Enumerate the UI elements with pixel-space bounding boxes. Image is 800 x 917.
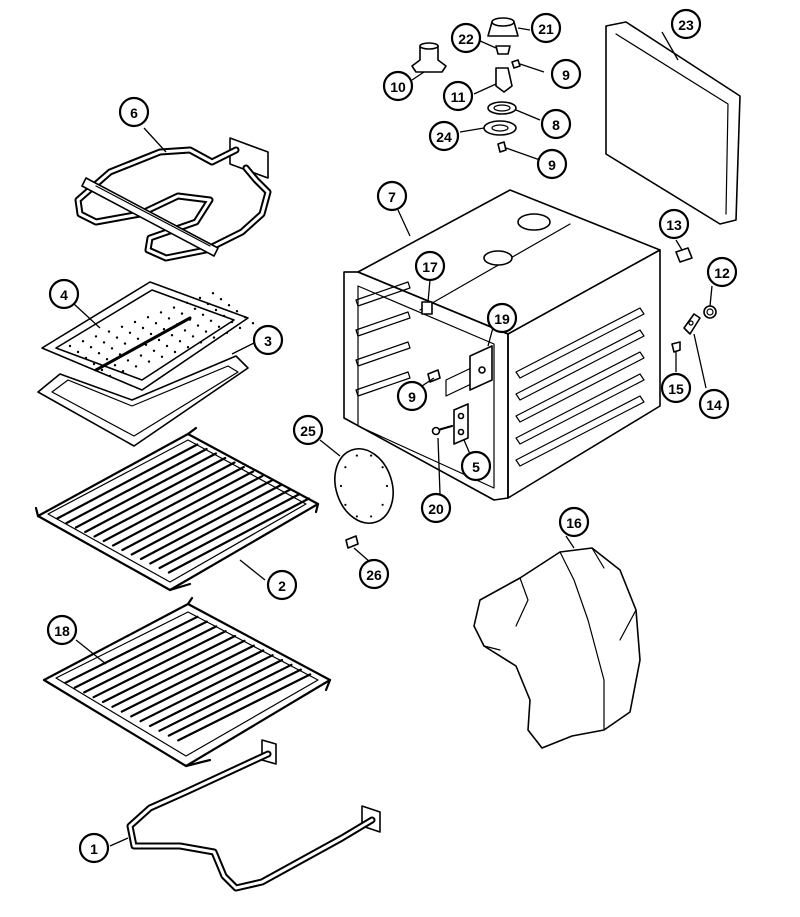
callout-20: 20 <box>420 492 452 524</box>
bracket-19 <box>469 345 493 391</box>
screw-9-lower <box>497 141 507 153</box>
callout-19: 19 <box>486 302 518 334</box>
panel-23 <box>605 21 741 225</box>
light-socket-10 <box>411 42 447 73</box>
callout-label: 19 <box>494 311 510 327</box>
callout-label: 6 <box>130 105 138 121</box>
screw-26 <box>345 535 359 549</box>
callout-label: 1 <box>90 841 98 857</box>
callout-label: 26 <box>366 567 382 583</box>
callout-label: 13 <box>666 217 682 233</box>
callout-23: 23 <box>670 8 702 40</box>
callout-25: 25 <box>292 414 324 446</box>
bracket-14 <box>683 313 701 335</box>
bracket-5 <box>453 403 469 445</box>
callout-label: 24 <box>436 129 452 145</box>
callout-1: 1 <box>78 832 110 864</box>
callout-9b: 9 <box>536 148 568 180</box>
callout-label: 12 <box>714 265 730 281</box>
callout-label: 21 <box>538 21 554 37</box>
callout-10: 10 <box>382 70 414 102</box>
callout-24: 24 <box>428 120 460 152</box>
bake-element <box>126 739 381 892</box>
bracket-24 <box>483 120 517 136</box>
callout-label: 16 <box>566 515 582 531</box>
callout-6: 6 <box>118 96 150 128</box>
rack-stop-17 <box>421 301 433 315</box>
callout-label: 11 <box>451 89 466 105</box>
leader-lines <box>73 27 713 847</box>
oven-cavity <box>343 189 661 501</box>
callout-label: 23 <box>678 17 694 33</box>
callout-14: 14 <box>698 388 730 420</box>
grommet-13 <box>675 247 693 263</box>
callout-5: 5 <box>460 450 492 482</box>
screw-9-top <box>511 59 521 69</box>
callout-9c: 9 <box>396 380 428 412</box>
callout-2: 2 <box>266 569 298 601</box>
oven-rack-lower <box>42 596 332 768</box>
bulb-22 <box>495 45 511 55</box>
callout-label: 9 <box>548 157 556 173</box>
callout-22: 22 <box>450 22 482 54</box>
callout-label: 5 <box>472 459 480 475</box>
callout-21: 21 <box>530 12 562 44</box>
callout-13: 13 <box>658 208 690 240</box>
callout-18: 18 <box>46 614 78 646</box>
callout-label: 18 <box>54 623 70 639</box>
callout-label: 9 <box>562 67 570 83</box>
callout-7: 7 <box>376 180 408 212</box>
callout-16: 16 <box>558 506 590 538</box>
callout-9a: 9 <box>550 58 582 90</box>
screw-9-cavity <box>427 369 441 383</box>
cover-plate <box>334 448 394 524</box>
oven-rack-upper <box>34 426 320 592</box>
callout-17: 17 <box>414 250 446 282</box>
broiler-pan-insert <box>41 281 255 391</box>
callout-label: 25 <box>300 423 316 439</box>
callout-label: 9 <box>408 389 416 405</box>
callout-label: 8 <box>552 117 560 133</box>
callout-12: 12 <box>706 256 738 288</box>
knob-12 <box>703 305 717 319</box>
screw-20 <box>431 424 454 436</box>
callout-15: 15 <box>660 372 692 404</box>
broiler-pan <box>37 355 249 447</box>
callout-labels: 1234567899910111213141516171819202122232… <box>46 8 738 864</box>
callout-11: 11 <box>442 80 474 112</box>
callout-label: 22 <box>458 31 474 47</box>
callout-label: 10 <box>390 79 406 95</box>
callout-label: 20 <box>428 501 444 517</box>
callout-label: 7 <box>388 189 396 205</box>
light-cover-21 <box>487 17 519 37</box>
gasket-8 <box>487 101 517 115</box>
callout-label: 14 <box>706 397 722 413</box>
broil-element <box>74 137 272 262</box>
callout-label: 17 <box>422 259 438 275</box>
callout-label: 3 <box>264 333 272 349</box>
bulb-11 <box>495 67 513 93</box>
screw-15 <box>671 341 681 353</box>
callout-3: 3 <box>252 324 284 356</box>
callout-label: 2 <box>278 578 286 594</box>
insulation <box>473 547 641 749</box>
callout-label: 4 <box>60 287 68 303</box>
callout-26: 26 <box>358 558 390 590</box>
callout-4: 4 <box>48 278 80 310</box>
callout-label: 15 <box>668 381 684 397</box>
callout-8: 8 <box>540 108 572 140</box>
